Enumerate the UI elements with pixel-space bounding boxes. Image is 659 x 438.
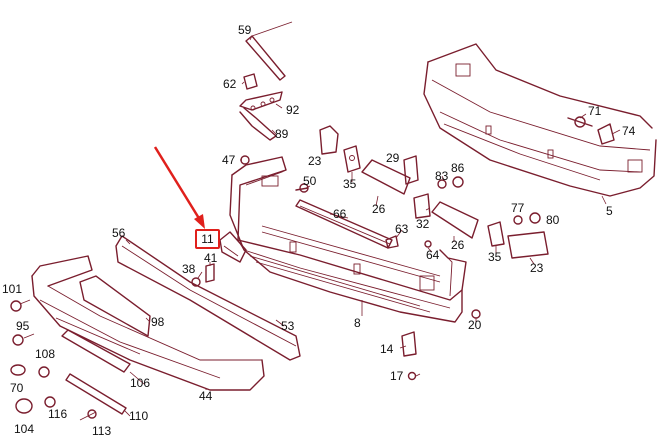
label-116: 116 xyxy=(48,407,68,421)
label-47: 47 xyxy=(222,153,236,167)
leader-lines xyxy=(123,35,621,417)
part-14-bracket xyxy=(401,331,417,357)
label-83: 83 xyxy=(435,169,449,183)
label-32: 32 xyxy=(416,217,430,231)
part-50-screw xyxy=(295,183,309,193)
label-92: 92 xyxy=(286,103,300,117)
part-35-bracket-left xyxy=(343,145,361,173)
label-89: 89 xyxy=(275,127,289,141)
part-101-clip xyxy=(10,299,31,312)
part-98-plate-base xyxy=(79,275,151,337)
part-23-mount-right xyxy=(507,231,549,259)
label-38: 38 xyxy=(182,262,196,276)
part-63-64-clips xyxy=(385,235,432,249)
label-80: 80 xyxy=(546,213,560,227)
part-77-80-nuts xyxy=(513,212,541,225)
label-50: 50 xyxy=(303,174,317,188)
label-26-right: 26 xyxy=(451,238,465,252)
label-62: 62 xyxy=(223,77,237,91)
part-5-rear-bumper xyxy=(423,43,657,197)
part-26-absorber-right xyxy=(431,201,479,239)
part-74-bracket xyxy=(597,123,615,145)
label-41: 41 xyxy=(204,251,218,265)
label-71: 71 xyxy=(588,104,602,118)
label-108: 108 xyxy=(35,347,56,361)
label-110: 110 xyxy=(129,409,149,423)
label-106: 106 xyxy=(130,376,151,390)
label-44: 44 xyxy=(199,389,213,403)
part-35-bracket-right xyxy=(487,221,505,247)
part-23-mount-left xyxy=(319,125,339,155)
label-63: 63 xyxy=(395,222,409,236)
part-26-absorber-left xyxy=(361,159,411,195)
part-38-screw xyxy=(191,277,201,287)
part-47-nut xyxy=(240,155,250,165)
label-98: 98 xyxy=(151,315,165,329)
part-56-cover-strip xyxy=(115,235,301,361)
label-35-left: 35 xyxy=(343,177,357,191)
label-5: 5 xyxy=(606,204,613,218)
part-11-bracket xyxy=(219,231,247,263)
label-53: 53 xyxy=(281,319,295,333)
part-104-plug xyxy=(15,398,33,414)
part-110-strip xyxy=(65,373,127,415)
part-29-bracket xyxy=(403,155,419,185)
part-116-clip xyxy=(44,396,56,408)
label-20: 20 xyxy=(468,318,482,332)
part-41-clip xyxy=(205,263,215,283)
part-108-clip xyxy=(38,366,50,378)
part-20-screw xyxy=(471,309,481,319)
part-95-screw xyxy=(12,333,35,346)
label-74: 74 xyxy=(622,124,636,138)
part-66-grille xyxy=(295,199,393,249)
label-104: 104 xyxy=(14,422,35,436)
highlight-arrow xyxy=(153,146,205,229)
label-35-right: 35 xyxy=(488,250,502,264)
part-62-clip xyxy=(243,73,258,90)
label-14: 14 xyxy=(380,342,394,356)
label-23-top: 23 xyxy=(308,154,322,168)
part-17-screw xyxy=(407,371,417,381)
part-8-front-bumper xyxy=(229,156,467,323)
label-8: 8 xyxy=(354,316,361,330)
label-70: 70 xyxy=(10,381,24,395)
label-101: 101 xyxy=(2,282,23,296)
label-29: 29 xyxy=(386,151,400,165)
label-64: 64 xyxy=(426,248,440,262)
label-66: 66 xyxy=(333,207,347,221)
part-71-bolt xyxy=(567,116,593,128)
label-56: 56 xyxy=(112,226,126,240)
label-77: 77 xyxy=(511,201,525,215)
part-83-86-nuts xyxy=(437,176,464,189)
label-23-right: 23 xyxy=(530,261,544,275)
label-95: 95 xyxy=(16,319,30,333)
part-59-trim-strip xyxy=(245,21,293,81)
part-70-plug xyxy=(10,364,26,376)
part-106-strip xyxy=(61,329,131,373)
label-26-left: 26 xyxy=(372,202,386,216)
part-113-screw xyxy=(79,409,97,421)
label-11-highlighted: 11 xyxy=(195,229,220,249)
label-113: 113 xyxy=(92,424,112,438)
label-59: 59 xyxy=(238,23,252,37)
part-44-lower-bumper xyxy=(31,255,265,391)
part-92-bracket xyxy=(239,91,283,141)
label-17: 17 xyxy=(390,369,404,383)
label-86: 86 xyxy=(451,161,465,175)
part-32-bracket xyxy=(413,193,431,219)
